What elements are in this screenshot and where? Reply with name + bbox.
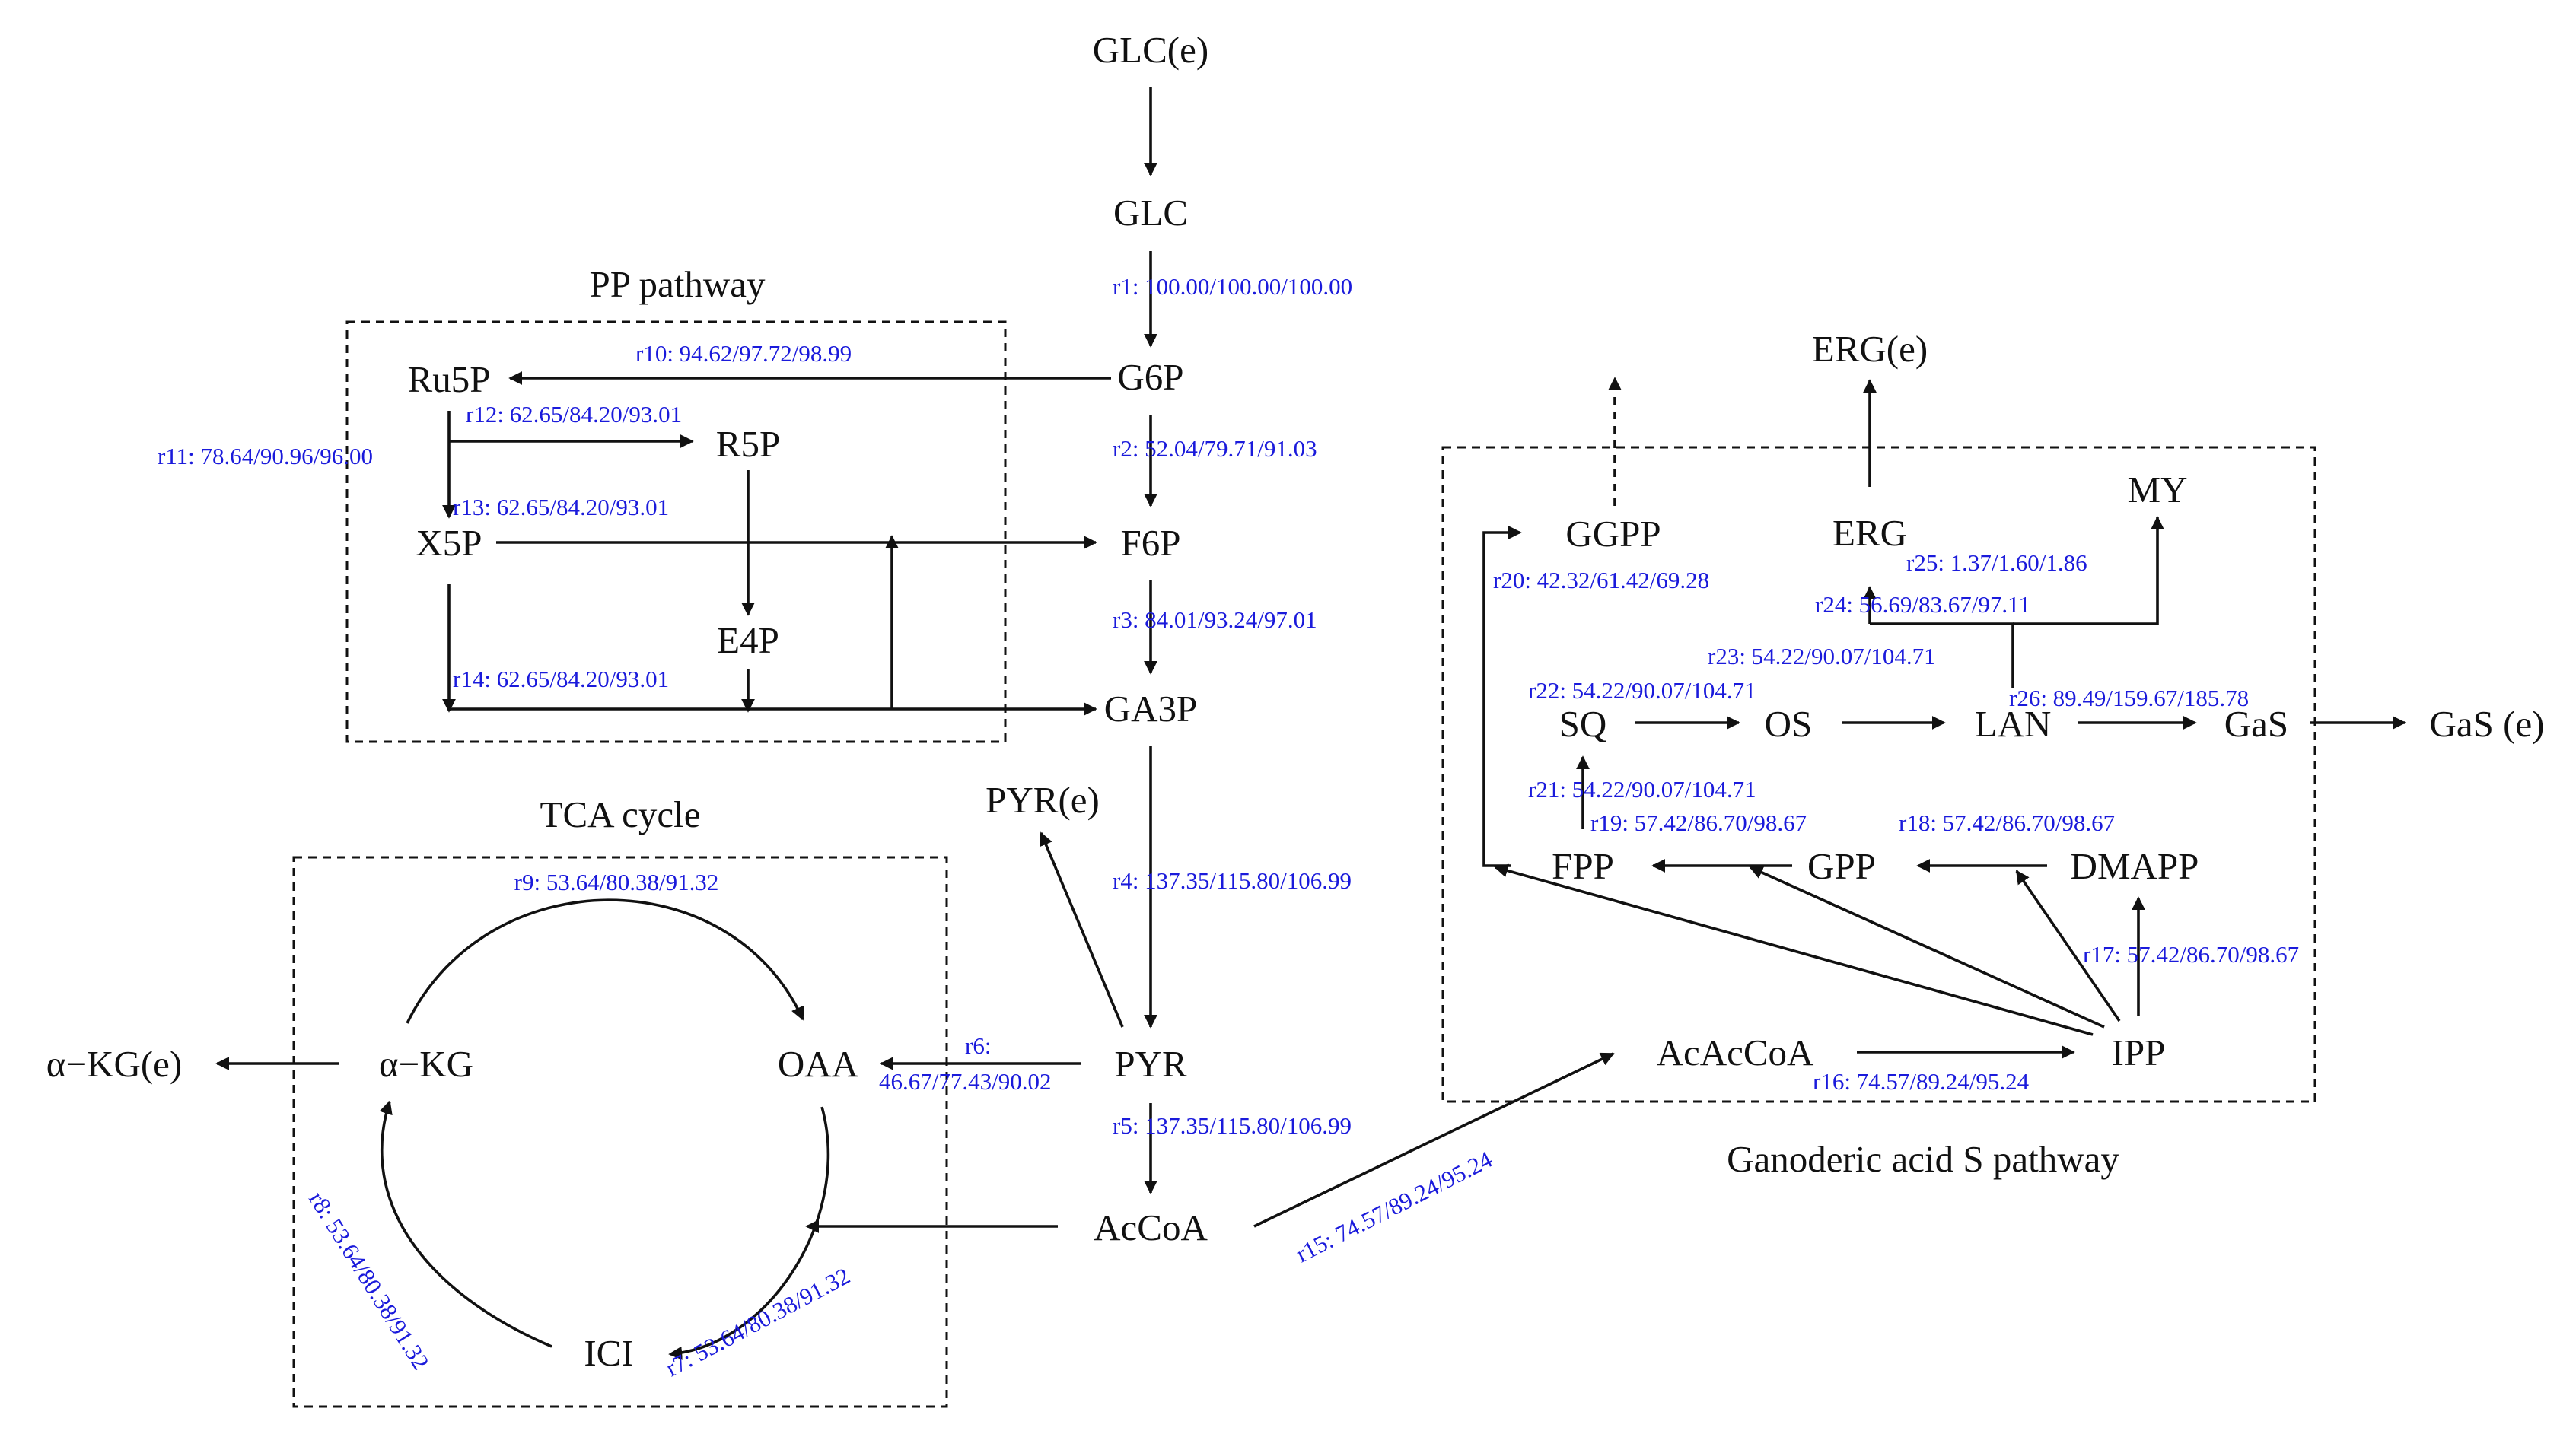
edge-akg-oaa	[406, 898, 804, 1024]
node-dmapp: DMAPP	[2071, 845, 2199, 887]
tca-cycle-title: TCA cycle	[540, 793, 701, 835]
node-ggpp: GGPP	[1565, 513, 1661, 555]
node-glc-e: GLC(e)	[1093, 29, 1208, 71]
node-f6p: F6P	[1120, 522, 1180, 564]
edge-ipp-gpp	[1749, 866, 2105, 1029]
node-gas-e: GaS (e)	[2429, 703, 2544, 745]
node-akg: α−KG	[379, 1043, 473, 1085]
node-lan: LAN	[1975, 703, 2052, 745]
flux-r18: r18: 57.42/86.70/98.67	[1899, 809, 2115, 836]
node-ru5p: Ru5P	[408, 358, 491, 400]
flux-r11: r11: 78.64/90.96/96.00	[158, 443, 373, 469]
flux-r4: r4: 137.35/115.80/106.99	[1113, 867, 1352, 894]
node-r5p: R5P	[716, 423, 780, 465]
node-gas: GaS	[2224, 703, 2288, 745]
edge-accoa-acaccoa	[1253, 1052, 1615, 1228]
node-fpp: FPP	[1552, 845, 1614, 887]
node-x5p: X5P	[416, 522, 482, 564]
node-erg: ERG	[1832, 512, 1907, 554]
node-oaa: OAA	[778, 1043, 859, 1085]
node-ici: ICI	[584, 1332, 633, 1374]
flux-r24: r24: 56.69/83.67/97.11	[1815, 591, 2030, 618]
edge-ipp-fpp	[1494, 863, 2094, 1036]
flux-r3: r3: 84.01/93.24/97.01	[1113, 606, 1317, 633]
ganoderic-acid-box	[1441, 446, 2316, 1103]
flux-r22: r22: 54.22/90.07/104.71	[1528, 677, 1756, 704]
node-pyr-e: PYR(e)	[986, 779, 1100, 821]
flux-r5: r5: 137.35/115.80/106.99	[1113, 1112, 1352, 1139]
edge-pyr-pyre	[1039, 831, 1124, 1028]
flux-r26: r26: 89.49/159.67/185.78	[2009, 685, 2249, 711]
node-my: MY	[2128, 469, 2188, 510]
node-erg-e: ERG(e)	[1812, 328, 1928, 370]
edge-ici-akg	[379, 1100, 552, 1348]
flux-r14: r14: 62.65/84.20/93.01	[453, 666, 669, 692]
node-accoa: AcCoA	[1094, 1207, 1208, 1248]
flux-r9: r9: 53.64/80.38/91.32	[514, 869, 719, 895]
edge-branch-my	[2013, 516, 2164, 625]
node-acaccoa: AcAcCoA	[1657, 1032, 1814, 1073]
flux-r6-values: 46.67/77.43/90.02	[879, 1068, 1051, 1095]
flux-r16: r16: 74.57/89.24/95.24	[1813, 1068, 2030, 1095]
edge-ipp-dmapp-diag	[2015, 870, 2121, 1022]
flux-r6-prefix: r6:	[965, 1032, 991, 1059]
ganoderic-acid-title: Ganoderic acid S pathway	[1727, 1138, 2119, 1180]
node-os: OS	[1765, 703, 1813, 745]
flux-r15: r15: 74.57/89.24/95.24	[1291, 1146, 1497, 1267]
node-sq: SQ	[1559, 703, 1607, 745]
flux-r8: r8: 53.64/80.38/91.32	[304, 1187, 435, 1374]
flux-r25: r25: 1.37/1.60/1.86	[1906, 549, 2087, 576]
node-gpp: GPP	[1807, 845, 1876, 887]
flux-r17: r17: 57.42/86.70/98.67	[2083, 941, 2299, 968]
node-ipp: IPP	[2112, 1032, 2166, 1073]
node-glc: GLC	[1113, 192, 1188, 234]
node-akg-e: α−KG(e)	[46, 1043, 182, 1085]
flux-r10: r10: 94.62/97.72/98.99	[635, 340, 852, 367]
flux-r12: r12: 62.65/84.20/93.01	[466, 401, 682, 428]
pp-pathway-title: PP pathway	[590, 263, 766, 305]
flux-r2: r2: 52.04/79.71/91.03	[1113, 435, 1317, 462]
flux-r7: r7: 53.64/80.38/91.32	[661, 1262, 855, 1382]
flux-r21: r21: 54.22/90.07/104.71	[1528, 776, 1756, 803]
flux-r13: r13: 62.65/84.20/93.01	[453, 494, 669, 520]
node-ga3p: GA3P	[1104, 688, 1198, 730]
edge-oaa-ici	[668, 1106, 830, 1360]
node-g6p: G6P	[1117, 356, 1183, 398]
node-pyr: PYR	[1114, 1043, 1187, 1085]
edge-fpp-ggpp	[1482, 526, 1522, 867]
node-e4p: E4P	[717, 619, 779, 661]
flux-r19: r19: 57.42/86.70/98.67	[1590, 809, 1807, 836]
pp-pathway-box	[345, 320, 1007, 743]
flux-r1: r1: 100.00/100.00/100.00	[1113, 273, 1352, 300]
flux-r23: r23: 54.22/90.07/104.71	[1708, 643, 1936, 669]
flux-r20: r20: 42.32/61.42/69.28	[1493, 567, 1709, 593]
tca-cycle-box	[292, 856, 948, 1408]
